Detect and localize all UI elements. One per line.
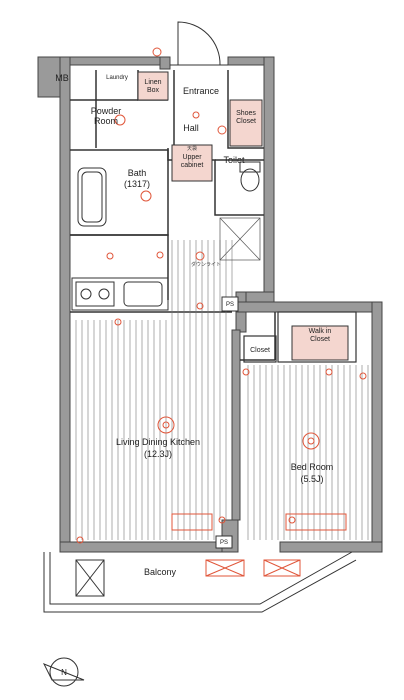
- linen-box-label: Linen Box: [144, 79, 162, 94]
- north-label: N: [61, 668, 67, 677]
- shoes-closet-label: Shoes Closet: [236, 110, 256, 125]
- toilet-void: [219, 217, 261, 261]
- bedroom-flooring: [247, 365, 369, 540]
- downlight-note: ダウンライト: [190, 262, 221, 268]
- ps-boxes: [215, 296, 239, 549]
- closet-label: Closet: [250, 347, 270, 354]
- window-hatches: [171, 513, 347, 577]
- bath-size-label: (1317): [123, 179, 150, 189]
- upper-cabinet-note: 天袋: [186, 146, 197, 152]
- bedroom-size-label: (5.5J): [300, 474, 324, 484]
- laundry-label: Laundry: [106, 75, 128, 81]
- ps-bottom-label: PS: [219, 540, 228, 546]
- light-fixtures: [76, 47, 367, 544]
- walk-in-closet-label: Walk in Closet: [308, 328, 332, 343]
- entrance-label: Entrance: [182, 86, 220, 96]
- north-arrow: [42, 657, 85, 687]
- ldk-label: Living Dining Kitchen: [115, 437, 201, 447]
- toilet-label: Toilet: [223, 155, 245, 165]
- bath-label: Bath: [127, 168, 147, 178]
- ldk-flooring: [75, 240, 233, 540]
- ldk-size-label: (12.3J): [143, 449, 172, 459]
- ps-top-label: PS: [225, 302, 234, 308]
- closet-box: [243, 311, 357, 363]
- powder-room-label: Powder Room: [90, 106, 122, 126]
- hall-label: Hall: [183, 123, 199, 133]
- bath-fixtures: [77, 161, 261, 227]
- kitchen-counter: [71, 277, 169, 311]
- upper-cabinet-label: Upper cabinet: [180, 154, 204, 169]
- balcony-label: Balcony: [143, 567, 177, 577]
- bedroom-label: Bed Room: [290, 462, 334, 472]
- balcony: [43, 551, 357, 613]
- exterior-walls: [37, 56, 383, 553]
- storage-units: [137, 71, 349, 361]
- entrance-door: [170, 21, 228, 66]
- mb-label: MB: [55, 73, 69, 83]
